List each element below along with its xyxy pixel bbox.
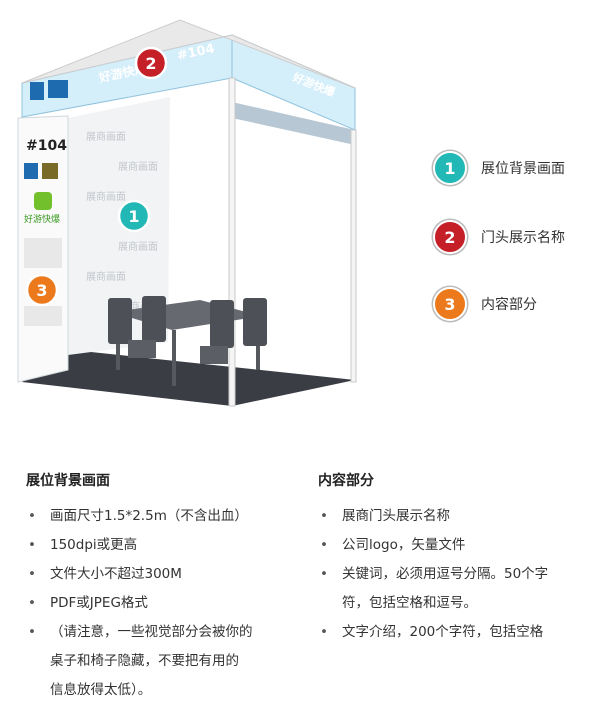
wall-brand: 好游快爆 [24, 213, 60, 225]
wall-watermark: 展商画面 [118, 240, 158, 253]
marker-2: 2 [134, 46, 168, 80]
svg-text:2: 2 [145, 54, 156, 73]
legend-number: 1 [433, 151, 467, 185]
list-item-continued: 符，包括空格和逗号。 [342, 595, 477, 611]
wall-watermark: 展商画面 [86, 190, 126, 203]
legend-item-fascia: 2 门头展示名称 [433, 219, 603, 255]
chair [210, 300, 234, 348]
spec-list: 画面尺寸1.5*2.5m（不含出血） 150dpi或更高 文件大小不超过300M… [26, 502, 296, 705]
list-item: 关键词，必须用逗号分隔。50个字 [318, 560, 604, 589]
list-item: PDF或JPEG格式 [26, 589, 296, 618]
fascia-logo-icon [30, 82, 44, 100]
legend-label: 门头展示名称 [481, 230, 565, 246]
section-title: 内容部分 [318, 473, 374, 489]
legend-label: 展位背景画面 [481, 161, 565, 177]
list-item: 画面尺寸1.5*2.5m（不含出血） [26, 502, 296, 531]
spec-list: 展商门头展示名称 公司logo，矢量文件 关键词，必须用逗号分隔。50个字 符，… [318, 502, 604, 647]
svg-text:3: 3 [36, 281, 47, 300]
list-item: （请注意，一些视觉部分会被你的 [26, 618, 296, 647]
booth-illustration: 好游快爆 #104 好游快爆 展商画面 展商画面 展商画面 展商画面 展商画面 … [17, 19, 357, 407]
svg-text:1: 1 [128, 207, 139, 226]
list-item: 150dpi或更高 [26, 531, 296, 560]
chair [243, 298, 267, 346]
fascia-shadow [232, 102, 355, 145]
wall-watermark: 展商画面 [118, 160, 158, 173]
back-wall [68, 97, 170, 355]
legend-number: 2 [433, 220, 467, 254]
list-item: 展商门头展示名称 [318, 502, 604, 531]
list-item: 文件大小不超过300M [26, 560, 296, 589]
legend-item-content: 3 内容部分 [433, 286, 603, 322]
marker-3: 3 [25, 273, 59, 307]
wall-text-block-2 [24, 306, 62, 326]
section-title: 展位背景画面 [26, 473, 110, 489]
wall-watermark: 展商画面 [86, 270, 126, 283]
list-item-continued: 信息放得太低）。 [50, 682, 152, 698]
app-icon [34, 192, 52, 210]
legend-item-background: 1 展位背景画面 [433, 150, 603, 186]
table-leg [172, 330, 176, 386]
list-item-continued: 桌子和椅子隐藏，不要把有用的 [50, 653, 239, 669]
spec-column-left: 展位背景画面 画面尺寸1.5*2.5m（不含出血） 150dpi或更高 文件大小… [26, 470, 296, 705]
wall-logo-icon [24, 163, 38, 179]
marker-1: 1 [117, 199, 151, 233]
list-item: 公司logo，矢量文件 [318, 531, 604, 560]
chair [200, 346, 228, 364]
spec-column-right: 内容部分 展商门头展示名称 公司logo，矢量文件 关键词，必须用逗号分隔。50… [318, 470, 604, 647]
wall-watermark: 展商画面 [86, 130, 126, 143]
chair [128, 340, 156, 358]
wall-number: #104 [26, 138, 67, 154]
chair [108, 298, 132, 344]
booth-floor [22, 350, 355, 406]
right-post [350, 129, 357, 383]
legend-number: 3 [433, 287, 467, 321]
front-post [228, 77, 236, 407]
wall-logo-icon-2 [42, 163, 58, 179]
fascia-top [21, 19, 356, 89]
legend-label: 内容部分 [481, 297, 537, 313]
wall-text-block [24, 238, 62, 268]
fascia-logo-icon-2 [48, 80, 68, 98]
list-item: 文字介绍，200个字符，包括空格 [318, 618, 604, 647]
chair [142, 296, 166, 342]
